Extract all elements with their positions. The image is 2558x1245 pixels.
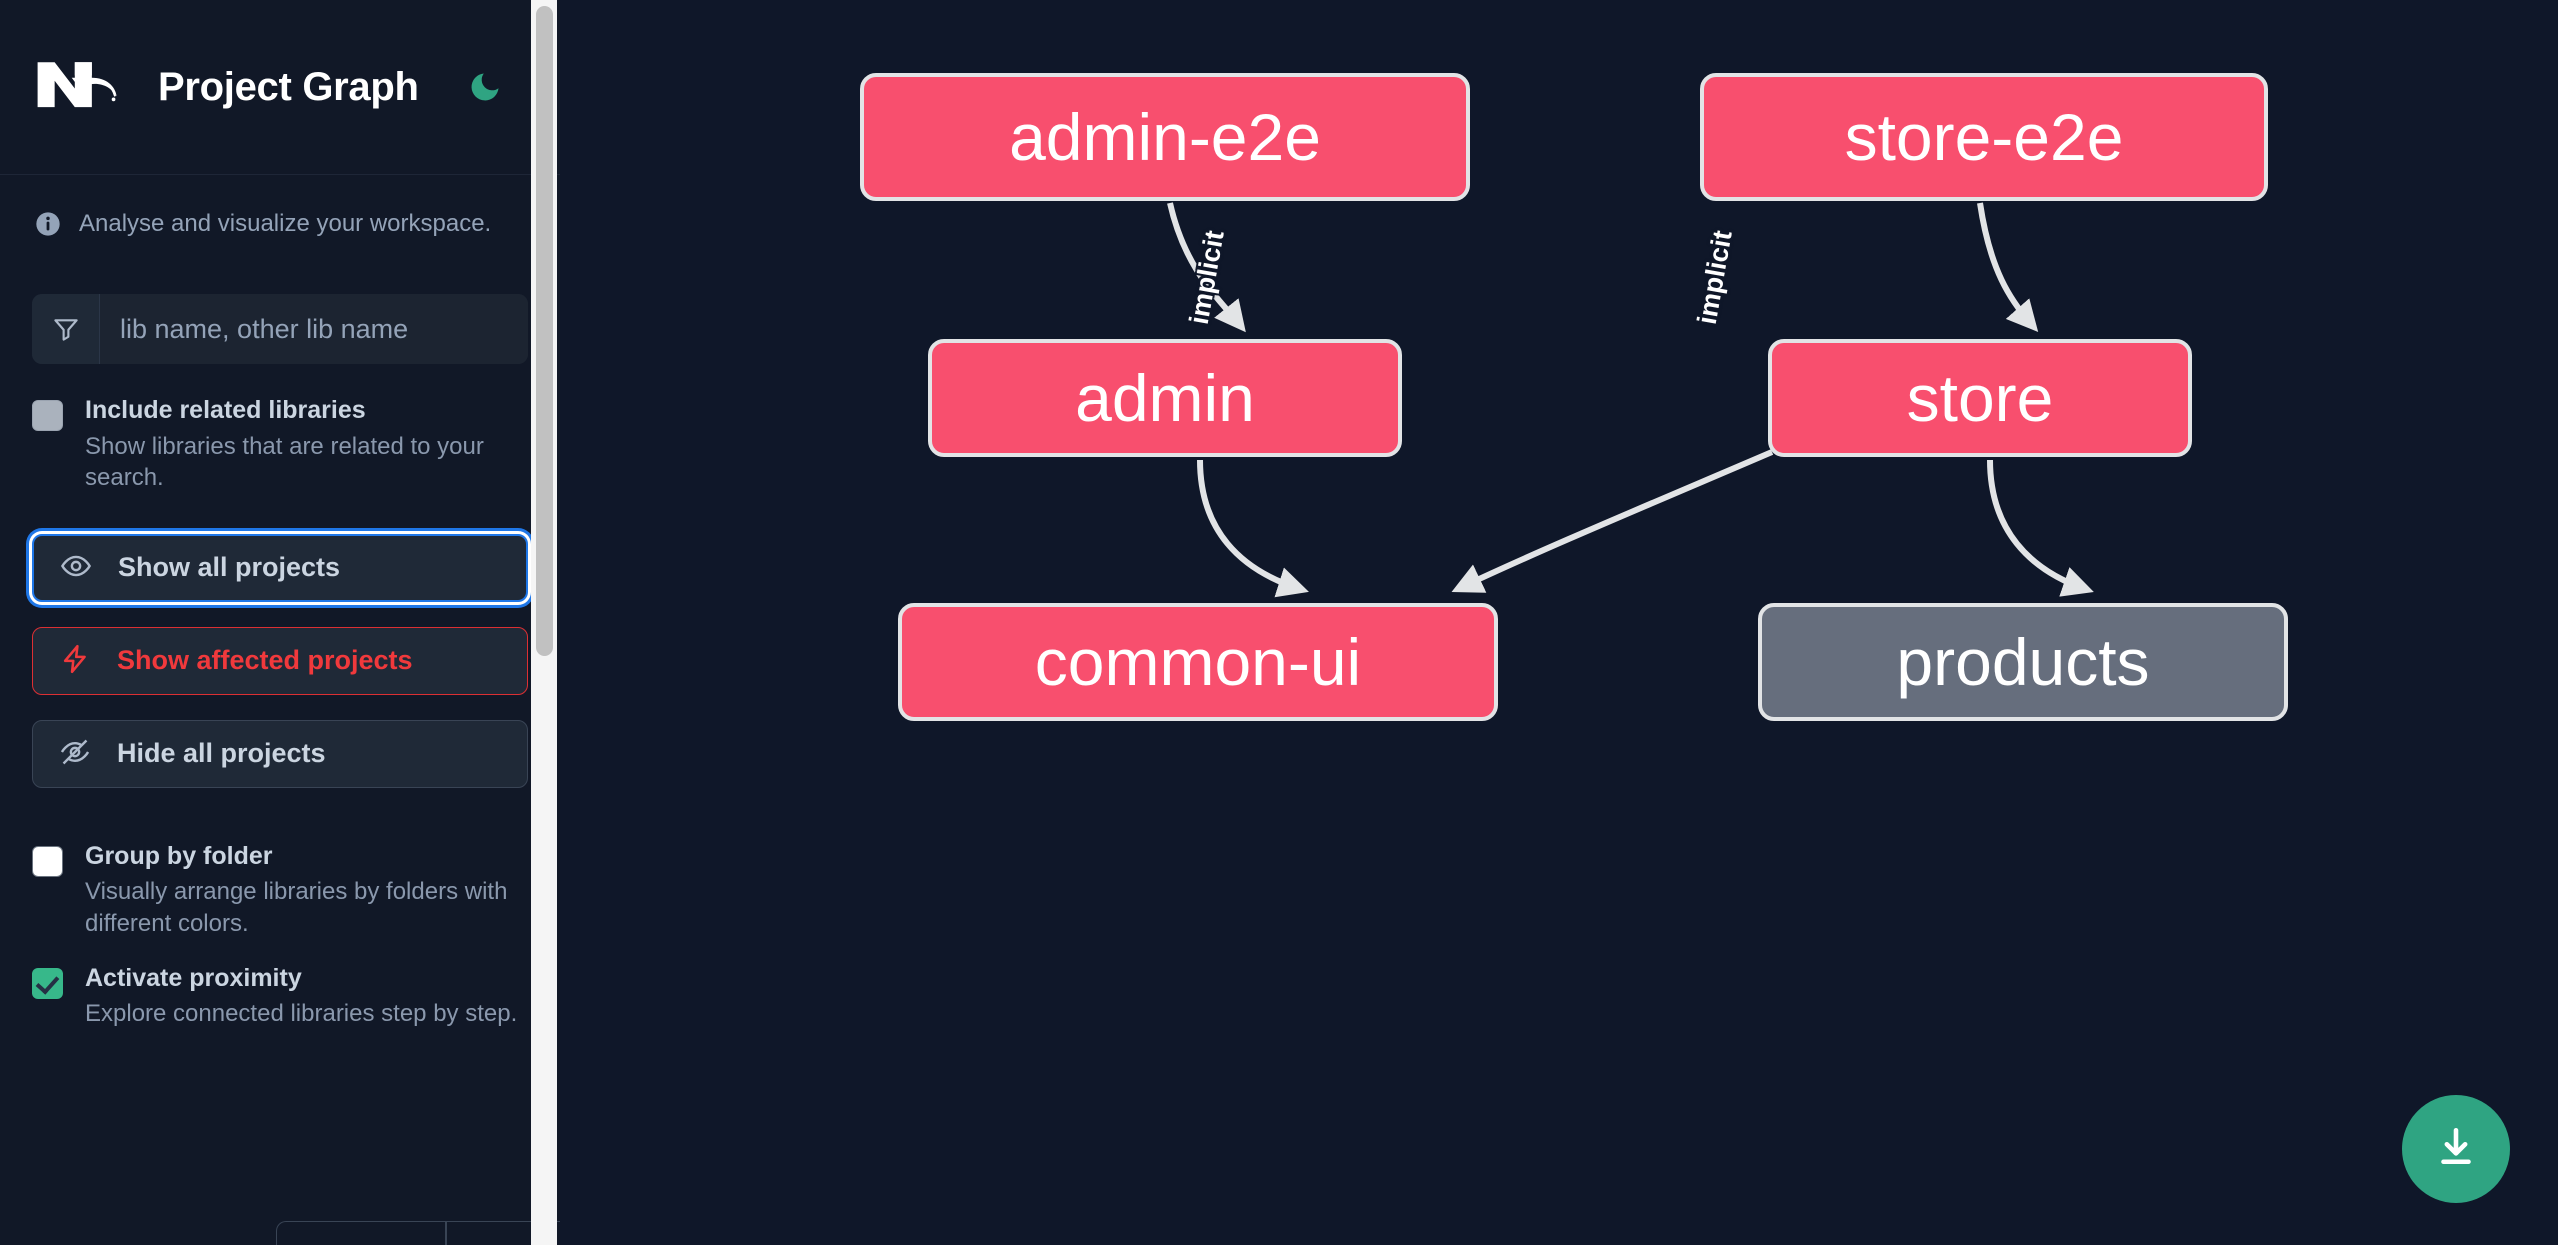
option-group-by-folder[interactable]: Group by folder Visually arrange librari…	[0, 788, 560, 940]
search-input[interactable]	[100, 294, 528, 364]
option-description: Show libraries that are related to your …	[85, 432, 484, 492]
edge-store-to-products	[1987, 459, 2094, 597]
button-label: Show all projects	[118, 552, 341, 583]
workspace-note-text: Analyse and visualize your workspace.	[79, 210, 492, 237]
graph-node-store-e2e[interactable]: store-e2e	[1700, 73, 2268, 201]
checkbox-activate-proximity[interactable]	[32, 967, 63, 999]
graph-edges	[1167, 202, 2094, 598]
eye-icon	[60, 550, 92, 585]
proximity-stepper-partial[interactable]	[276, 1221, 560, 1245]
graph-node-admin[interactable]: admin	[928, 339, 1402, 457]
option-description: Visually arrange libraries by folders wi…	[85, 878, 508, 938]
edge-store-to-common-ui	[1451, 449, 1774, 593]
nx-logo	[34, 56, 128, 118]
button-label: Show affected projects	[117, 645, 413, 676]
option-label: Group by folder	[85, 841, 273, 870]
show-affected-projects-button[interactable]: Show affected projects	[32, 626, 528, 695]
graph-node-common-ui[interactable]: common-ui	[898, 603, 1498, 721]
sidebar: Project Graph Analyse and visualize yo	[0, 0, 560, 1245]
filter-icon	[32, 294, 100, 364]
checkbox-include-related-libraries[interactable]	[32, 400, 63, 431]
bolt-icon	[59, 643, 91, 678]
graph-node-products[interactable]: products	[1758, 603, 2288, 721]
search-bar	[32, 294, 528, 364]
sidebar-header: Project Graph	[0, 0, 560, 175]
graph-node-store[interactable]: store	[1768, 339, 2192, 457]
graph-node-admin-e2e[interactable]: admin-e2e	[860, 73, 1470, 201]
moon-icon[interactable]	[461, 63, 509, 111]
option-description: Explore connected libraries step by step…	[85, 1000, 518, 1028]
sidebar-scrollbar-thumb[interactable]	[536, 6, 553, 656]
project-visibility-buttons: Show all projects Show affected projects	[0, 494, 560, 788]
sidebar-scrollbar[interactable]	[531, 0, 557, 1245]
graph-canvas[interactable]: admin-e2e store-e2e admin store common-u…	[560, 0, 2558, 1245]
show-all-projects-button[interactable]: Show all projects	[32, 533, 528, 602]
workspace-note: Analyse and visualize your workspace.	[0, 175, 560, 239]
eye-off-icon	[59, 736, 91, 771]
hide-all-projects-button[interactable]: Hide all projects	[32, 719, 528, 788]
edge-store-e2e-to-store	[1977, 202, 2039, 333]
edge-admin-to-common-ui	[1197, 459, 1309, 598]
option-include-related-libraries[interactable]: Include related libraries Show libraries…	[0, 364, 560, 494]
option-label: Include related libraries	[85, 396, 366, 424]
option-activate-proximity[interactable]: Activate proximity Explore connected lib…	[0, 940, 560, 1030]
download-icon	[2431, 1123, 2481, 1176]
page-title: Project Graph	[158, 64, 419, 109]
checkbox-group-by-folder[interactable]	[32, 845, 63, 877]
download-button[interactable]	[2402, 1095, 2510, 1203]
edge-admin-e2e-to-admin	[1167, 202, 1246, 333]
button-label: Hide all projects	[117, 738, 326, 769]
info-icon	[34, 210, 62, 238]
option-label: Activate proximity	[85, 963, 302, 992]
